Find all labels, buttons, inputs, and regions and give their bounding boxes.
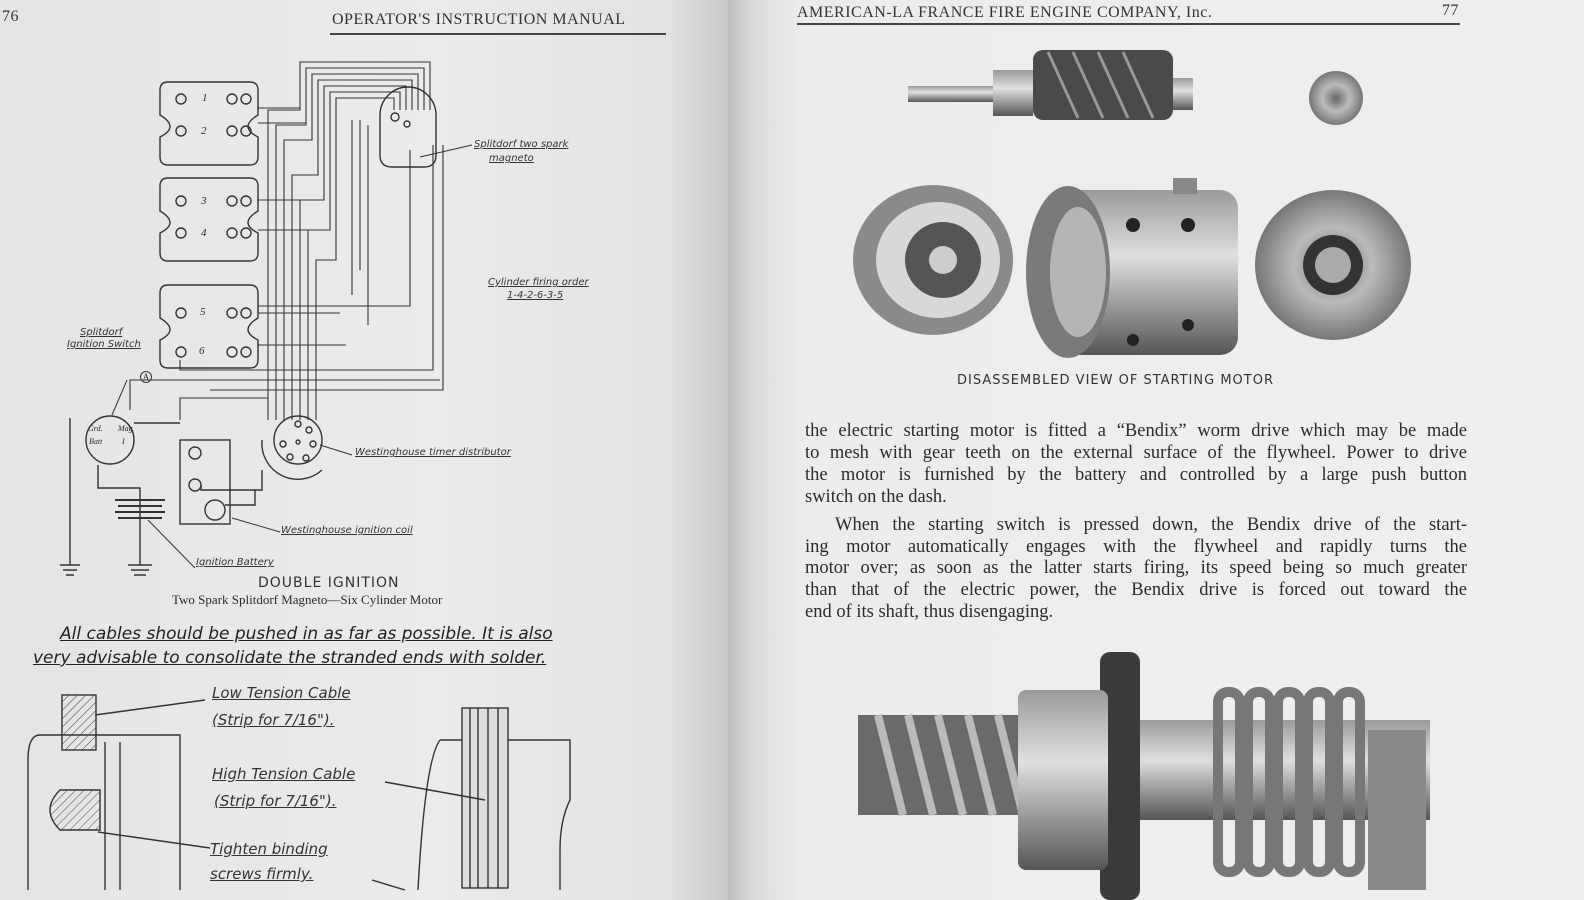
high-tension-label: High Tension Cable (212, 765, 356, 783)
timer-distributor-icon (261, 415, 323, 480)
coil-label: Westinghouse ignition coil (281, 525, 413, 536)
figure-title: DOUBLE IGNITION (258, 575, 400, 591)
running-head: AMERICAN-LA FRANCE FIRE ENGINE COMPANY, … (797, 4, 1213, 21)
low-tension-terminal-drawing (27, 694, 211, 890)
firing-order-value: 1-4-2-6-3-5 (507, 290, 564, 301)
paragraph-line: end of its shaft, thus disengaging. (805, 602, 1054, 622)
cylinder-number: 3 (201, 195, 207, 207)
cylinder-block-5-6 (159, 284, 259, 369)
cylinder-number: 2 (201, 125, 207, 137)
paragraph-line: ing motor automatically engages with the… (805, 537, 1467, 557)
battery-icon (115, 499, 165, 519)
bendix-drive-photo (858, 652, 1430, 900)
armature-photo (908, 50, 1193, 120)
motor-housing-photo (1026, 178, 1238, 358)
cylinder-number: 6 (199, 345, 205, 357)
timer-label: Westinghouse timer distributor (355, 447, 511, 458)
paragraph-line: motor over; as soon as the latter starts… (805, 558, 1467, 578)
right-page: AMERICAN-LA FRANCE FIRE ENGINE COMPANY, … (728, 0, 1584, 900)
switch-label: Ignition Switch (67, 339, 141, 350)
motor-photos (853, 50, 1430, 900)
cylinder-block-3-4 (159, 177, 259, 262)
switch-terminal-label: I (122, 437, 125, 446)
ignition-coil-icon (134, 422, 263, 525)
tighten-label: screws firmly. (210, 865, 314, 883)
note-line: All cables should be pushed in as far as… (60, 624, 553, 644)
paragraph-line: switch on the dash. (805, 487, 947, 507)
drive-end-plate-photo (1255, 190, 1411, 340)
cylinder-number: 1 (202, 92, 208, 104)
switch-terminal-label: Mag (118, 424, 133, 433)
switch-marker: A (140, 371, 152, 383)
photo-caption: DISASSEMBLED VIEW OF STARTING MOTOR (957, 373, 1274, 388)
brush-end-plate-photo (853, 185, 1013, 335)
cylinder-number: 5 (200, 306, 206, 318)
paragraph-line: the motor is furnished by the battery an… (805, 465, 1467, 485)
paragraph-line: to mesh with gear teeth on the external … (805, 443, 1467, 463)
cylinder-number: 4 (201, 227, 207, 239)
magneto-label: magneto (489, 153, 534, 164)
paragraph-line: the electric starting motor is fitted a … (805, 421, 1467, 441)
low-tension-label: Low Tension Cable (212, 684, 351, 702)
header-rule (330, 33, 666, 35)
left-page: 76 OPERATOR'S INSTRUCTION MANUAL (0, 0, 728, 900)
high-tension-strip: (Strip for 7/16"). (214, 792, 337, 810)
low-tension-strip: (Strip for 7/16"). (212, 711, 335, 729)
wiring-diagram (27, 61, 571, 891)
switch-terminal-label: Batt (89, 437, 103, 446)
paragraph-line: When the starting switch is pressed down… (835, 515, 1467, 535)
page-number: 76 (2, 8, 19, 25)
ground-icon (97, 465, 152, 576)
note-line: very advisable to consolidate the strand… (33, 648, 547, 668)
paragraph-line: than that of the electric power, the Ben… (805, 580, 1467, 600)
cylinder-block-1-2 (159, 81, 259, 166)
end-cap-photo (1309, 71, 1363, 125)
battery-label: Ignition Battery (196, 557, 274, 568)
switch-terminal-label: Grd. (88, 424, 103, 433)
page-number: 77 (1442, 2, 1459, 19)
wires (129, 61, 444, 420)
switch-label: Splitdorf (80, 327, 123, 338)
magneto-icon (379, 86, 437, 168)
firing-order-label: Cylinder firing order (488, 277, 589, 288)
ground-icon (60, 418, 80, 576)
header-rule (797, 23, 1460, 25)
ignition-switch-icon (85, 415, 135, 465)
high-tension-terminal-drawing (371, 707, 571, 891)
figure-subtitle: Two Spark Splitdorf Magneto—Six Cylinder… (172, 592, 443, 607)
magneto-label: Splitdorf two spark (474, 139, 569, 150)
running-head: OPERATOR'S INSTRUCTION MANUAL (332, 11, 626, 28)
tighten-label: Tighten binding (210, 840, 328, 858)
